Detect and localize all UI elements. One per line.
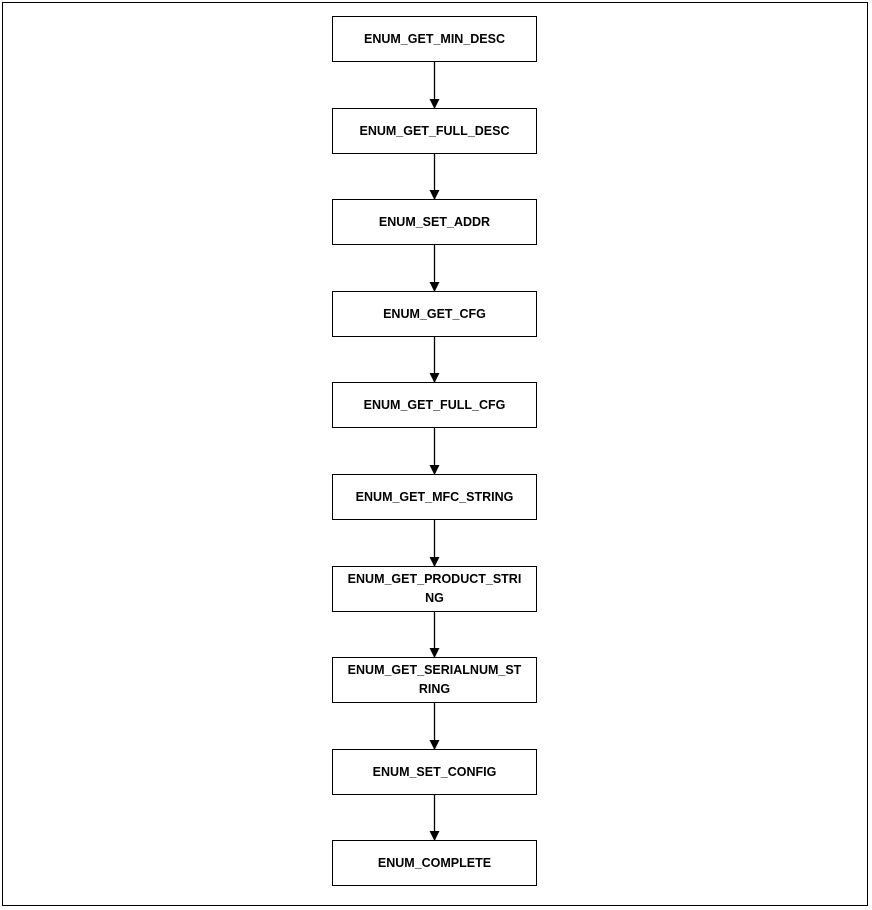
step-label: ENUM_GET_FULL_CFG [363,397,506,412]
step-label: ENUM_COMPLETE [377,855,492,870]
step-label-line1: ENUM_GET_SERIALNUM_ST [347,663,522,677]
step-box-enum-get-min-desc: ENUM_GET_MIN_DESC [332,16,537,62]
step-label-line2: RING [418,682,451,696]
step-label: ENUM_GET_FULL_DESC [359,123,510,138]
step-label: ENUM_SET_ADDR [378,214,491,229]
step-box-enum-complete: ENUM_COMPLETE [332,840,537,886]
step-label: ENUM_GET_MFC_STRING [355,489,514,504]
step-label: ENUM_GET_MIN_DESC [364,31,505,46]
step-box-enum-get-cfg: ENUM_GET_CFG [332,291,537,337]
step-box-enum-get-mfc-string: ENUM_GET_MFC_STRING [332,474,537,520]
step-box-enum-get-full-cfg: ENUM_GET_FULL_CFG [332,382,537,428]
step-label: ENUM_GET_CFG [383,306,486,321]
step-box-enum-set-addr: ENUM_SET_ADDR [332,199,537,245]
step-box-enum-set-config: ENUM_SET_CONFIG [332,749,537,795]
step-label-line2: NG [425,591,444,605]
step-box-enum-get-full-desc: ENUM_GET_FULL_DESC [332,108,537,154]
step-label-line1: ENUM_GET_PRODUCT_STRI [347,572,522,586]
step-box-enum-get-serialnum-string: ENUM_GET_SERIALNUM_ST RING [332,657,537,703]
step-label: ENUM_SET_CONFIG [372,764,497,779]
step-box-enum-get-product-string: ENUM_GET_PRODUCT_STRI NG [332,566,537,612]
